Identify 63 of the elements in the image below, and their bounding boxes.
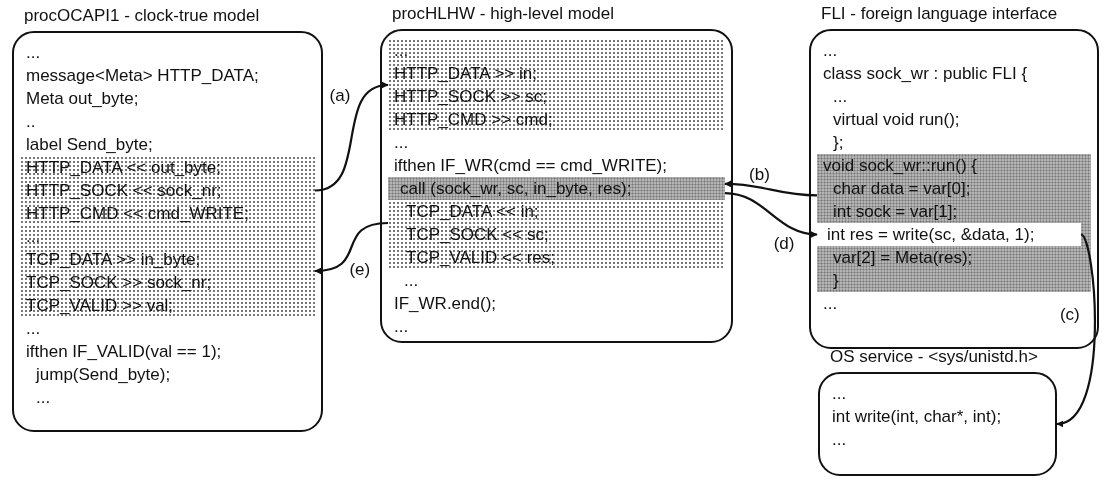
edge-label: (d) [773, 234, 795, 254]
code-line: .. [26, 111, 36, 133]
code-line: }; [832, 132, 844, 154]
code-line: var[2] = Meta(res); [832, 247, 973, 269]
code-line: TCP_SOCK << sc; [405, 224, 549, 246]
code-line: HTTP_SOCK >> sc; [394, 86, 548, 108]
dotted-code-region [20, 156, 315, 225]
code-line: int sock = var[1]; [832, 201, 958, 223]
code-line: } [832, 270, 839, 292]
code-line: call (sock_wr, sc, in_byte, res); [399, 178, 632, 200]
code-line: ... [832, 383, 847, 405]
code-line: int write(int, char*, int); [832, 406, 1002, 428]
shaded-code-region [817, 154, 1091, 292]
code-line: jump(Send_byte); [34, 364, 171, 386]
edge-label: (b) [749, 165, 770, 186]
code-line: ... [26, 226, 41, 248]
code-line: message<Meta> HTTP_DATA; [26, 65, 259, 87]
code-line: ifthen IF_WR(cmd == cmd_WRITE); [394, 155, 667, 177]
panel-heading: procHLHW - high-level model [392, 3, 615, 25]
code-line: ... [403, 270, 419, 292]
code-line: void sock_wr::run() { [823, 155, 977, 177]
code-line: ifthen IF_VALID(val == 1); [26, 341, 222, 363]
curved-arrow [724, 192, 818, 238]
dotted-code-region [388, 177, 725, 269]
code-line: HTTP_DATA << out_byte; [26, 157, 221, 179]
curved-arrow [314, 82, 389, 192]
panel-heading: OS service - <sys/unistd.h> [830, 346, 1038, 368]
edge-label: (a) [329, 85, 351, 106]
code-line: ... [823, 40, 838, 62]
code-line: TCP_VALID << res; [405, 247, 555, 269]
code-line: HTTP_CMD << cmd_WRITE; [26, 203, 249, 225]
curved-arrow [724, 180, 818, 197]
code-line: ... [394, 132, 409, 154]
code-line: HTTP_DATA >> in; [394, 63, 537, 85]
curved-arrow [314, 221, 389, 274]
dotted-code-region [20, 225, 315, 317]
code-line: virtual void run(); [832, 109, 960, 131]
code-line: ... [832, 429, 847, 451]
code-line: TCP_DATA << in; [405, 201, 539, 223]
panel-heading: procOCAPI1 - clock-true model [24, 5, 260, 27]
shaded-code-region [388, 177, 725, 200]
code-line: ... [26, 42, 41, 64]
code-line: TCP_DATA >> in_byte; [26, 249, 201, 271]
code-line: HTTP_CMD >> cmd; [394, 109, 553, 131]
code-line: ... [394, 316, 409, 338]
code-line: ... [35, 387, 51, 409]
code-line: char data = var[0]; [832, 178, 971, 200]
code-line: class sock_wr : public FLI { [823, 63, 1028, 85]
code-line: ... [823, 293, 838, 315]
code-line: IF_WR.end(); [394, 293, 497, 315]
code-line: Meta out_byte; [26, 88, 139, 110]
dotted-code-region [388, 39, 725, 131]
edge-label: (c) [1059, 305, 1080, 326]
code-line: ... [832, 86, 848, 108]
code-line: ... [26, 318, 41, 340]
code-line: TCP_VALID >> val; [26, 295, 174, 317]
code-line: label Send_byte; [26, 134, 153, 156]
code-line: int res = write(sc, &data, 1); [826, 224, 1035, 246]
panel-heading: FLI - foreign language interface [821, 3, 1058, 25]
code-line: ... [394, 40, 409, 62]
code-line: TCP_SOCK >> sock_nr; [26, 272, 212, 294]
code-line: HTTP_SOCK << sock_nr; [26, 180, 222, 202]
edge-label: (e) [349, 260, 371, 280]
